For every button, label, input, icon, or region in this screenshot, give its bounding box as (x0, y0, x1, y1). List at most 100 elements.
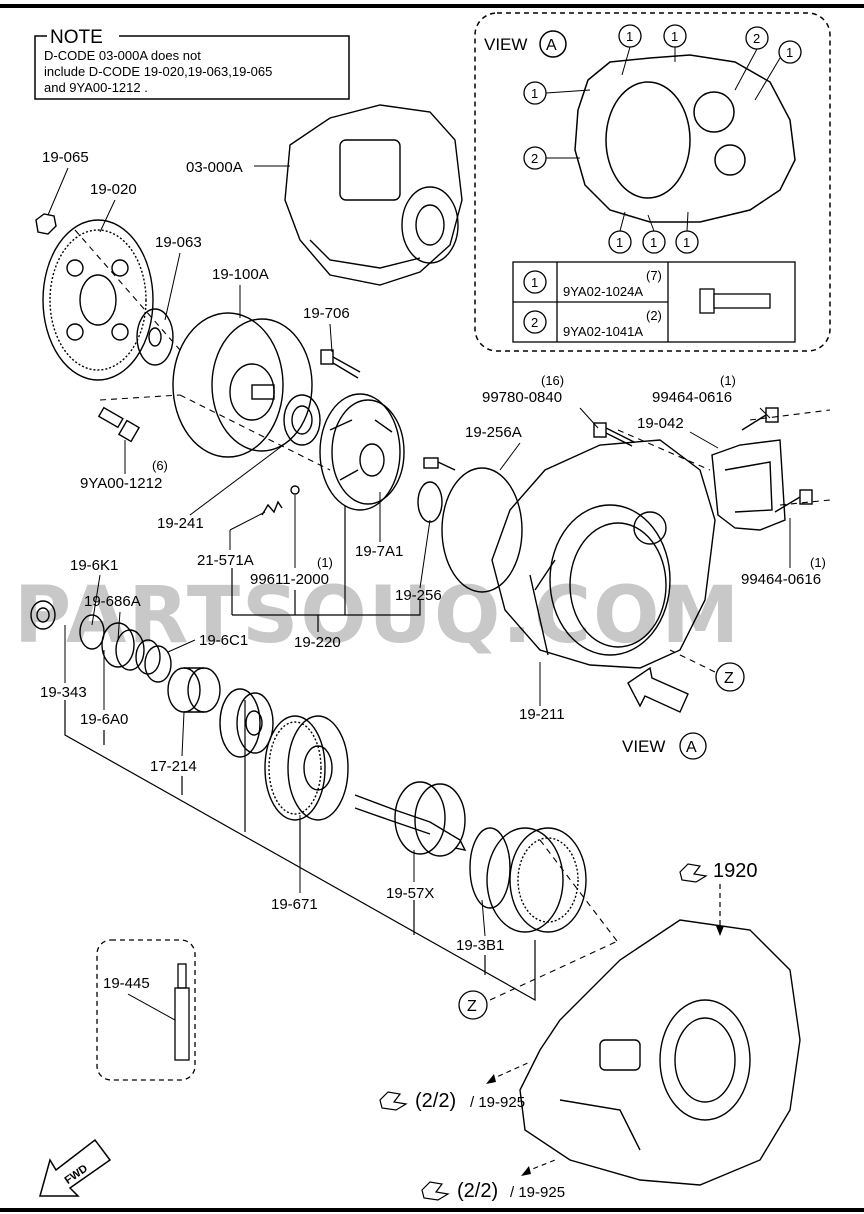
ref-19-925-b: (2/2) / 19-925 (421, 1159, 565, 1202)
ref-b-code[interactable]: / 19-925 (510, 1184, 565, 1201)
view-a-marker-label: VIEW (622, 737, 665, 756)
z-marker-top: Z (715, 662, 745, 692)
label-19-57X: 19-57X (386, 885, 434, 902)
callout-8: 1 (650, 235, 657, 250)
shim-19-686A (135, 639, 161, 675)
sst-tool-drawing (174, 963, 190, 1061)
leader-lines (47, 165, 791, 1021)
note-title: NOTE (50, 27, 103, 48)
label-99464-0616-top: 99464-0616 (652, 389, 732, 406)
drive-plate-19-020 (42, 219, 154, 381)
note-line-3: and 9YA00-1212 . (44, 80, 148, 95)
callout-6: 2 (531, 151, 538, 166)
label-19-256A: 19-256A (465, 424, 522, 441)
label-19-445: 19-445 (103, 975, 150, 992)
watermark: PARTSOUQ.COM (14, 571, 741, 661)
label-19-6C1: 19-6C1 (199, 632, 248, 649)
z-marker-top-letter: Z (724, 670, 734, 687)
callout-9: 1 (683, 235, 690, 250)
transaxle-assembly (284, 104, 463, 286)
table-part-1: 9YA02-1024A (563, 284, 643, 299)
bearing-17-214 (167, 667, 221, 713)
bolt-table (512, 261, 796, 343)
table-part-2: 9YA02-1041A (563, 324, 643, 339)
table-qty-2: (2) (646, 308, 662, 323)
note-line-2: include D-CODE 19-020,19-063,19-065 (44, 64, 272, 79)
callout-1: 1 (626, 29, 633, 44)
bolt-99464-0616-top (741, 407, 779, 431)
label-99464-0616-right-qty: (1) (810, 555, 826, 570)
label-19-7A1: 19-7A1 (355, 543, 403, 560)
note-box: NOTE D-CODE 03-000A does not include D-C… (34, 26, 350, 100)
fwd-arrow: FWD (39, 1138, 112, 1197)
label-19-6A0: 19-6A0 (80, 711, 128, 728)
label-19-065: 19-065 (42, 149, 89, 166)
oil-pump-19-7A1 (319, 393, 405, 511)
ref-19-925-a: (2/2) / 19-925 (379, 1061, 531, 1112)
torque-converter-19-100A (172, 312, 313, 458)
case-housing-drawing (574, 54, 796, 223)
alignment-dashed-lines (74, 229, 831, 1001)
label-99611-2000: 99611-2000 (250, 571, 329, 588)
label-19-343: 19-343 (40, 684, 87, 701)
reference-icon (679, 863, 708, 883)
table-num-1: 1 (531, 275, 538, 290)
o-ring-19-256 (417, 481, 443, 523)
converter-housing-19-211 (491, 439, 716, 669)
label-19-3B1: 19-3B1 (456, 937, 504, 954)
callout-5: 1 (531, 86, 538, 101)
view-arrow-icon (627, 666, 689, 713)
label-17-214: 17-214 (150, 758, 197, 775)
label-19-706: 19-706 (303, 305, 350, 322)
label-19-6K1: 19-6K1 (70, 557, 118, 574)
ring-19-6C1 (144, 645, 172, 683)
ref-a-page[interactable]: (2/2) (415, 1090, 456, 1112)
label-99464-0616-right: 99464-0616 (741, 571, 821, 588)
ref-a-code[interactable]: / 19-925 (470, 1094, 525, 1111)
note-line-1: D-CODE 03-000A does not (44, 48, 201, 63)
label-03-000A: 03-000A (186, 159, 243, 176)
bolt-99780-0840 (593, 422, 635, 447)
label-9YA00-1212-qty: (6) (152, 458, 168, 473)
label-99464-0616-top-qty: (1) (720, 373, 736, 388)
view-a-detail-box: VIEW A 1 1 2 1 1 2 1 1 1 (474, 12, 831, 352)
ref-1920-text[interactable]: 1920 (713, 860, 758, 882)
bolt-19-706 (320, 349, 361, 379)
transaxle-case (519, 919, 801, 1186)
reference-icon (421, 1181, 450, 1201)
label-19-063: 19-063 (155, 234, 202, 251)
z-marker-bottom: Z (458, 990, 488, 1020)
bolt-9YA00-1212 (97, 406, 141, 443)
ref-b-page[interactable]: (2/2) (457, 1180, 498, 1202)
label-19-042: 19-042 (637, 415, 684, 432)
part-drawings (30, 104, 813, 1186)
callout-2: 1 (671, 29, 678, 44)
label-99780-0840-qty: (16) (541, 373, 564, 388)
label-19-100A: 19-100A (212, 266, 269, 283)
seal-19-343 (30, 600, 56, 630)
view-a-marker-circle: A (686, 739, 697, 756)
ring-gear-19-3B1 (469, 827, 587, 933)
label-19-241: 19-241 (157, 515, 204, 532)
grouping-lines (64, 505, 536, 1002)
forward-arrow-icon (39, 1138, 112, 1197)
bearing-19-6A0 (101, 622, 145, 671)
sst-19-445-box (96, 939, 196, 1081)
view-a-title: VIEW (484, 35, 527, 54)
bolt-pump (423, 457, 456, 471)
label-21-571A: 21-571A (197, 552, 254, 569)
callout-4: 1 (786, 45, 793, 60)
spring-21-571A (261, 500, 283, 516)
snap-ring-19-6K1 (79, 614, 105, 650)
bracket-19-042 (711, 439, 786, 531)
oil-seal-19-241 (283, 394, 321, 446)
label-19-211: 19-211 (519, 706, 565, 723)
bolt-99464-0616-right (774, 489, 813, 513)
callout-7: 1 (616, 235, 623, 250)
bolt-icon (699, 288, 771, 314)
shaft-19-57X (354, 781, 467, 857)
table-num-2: 2 (531, 315, 538, 330)
label-19-220: 19-220 (294, 634, 341, 651)
plate-19-063 (136, 308, 174, 366)
